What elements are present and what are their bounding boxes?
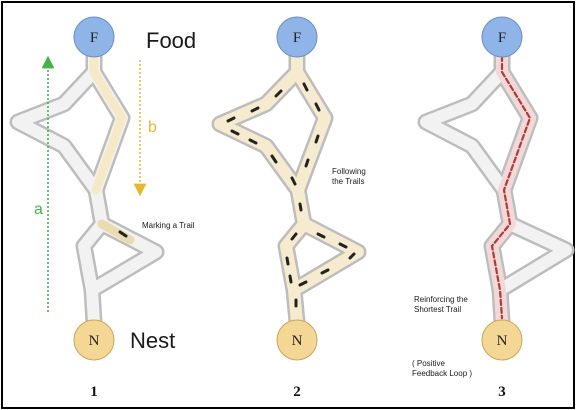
food-node-label-1: F [90, 30, 98, 46]
feedback-text-line2: Feedback Loop ) [412, 369, 472, 378]
panel-3: F N Reinforcing the Shortest Trail ( Pos… [412, 17, 566, 400]
following-text-line1: Following [332, 167, 366, 176]
arrow-a-label: a [34, 201, 43, 218]
panel-number-1: 1 [90, 384, 98, 400]
feedback-text-line1: ( Positive [412, 359, 445, 368]
food-label: Food [146, 28, 196, 53]
arrow-b-label: b [148, 119, 157, 136]
nest-label: Nest [130, 328, 175, 353]
food-node-label-2: F [293, 30, 301, 46]
panel-1: a b F N Food Nest Marking a Trail 1 [18, 17, 196, 400]
nest-node-label-2: N [292, 333, 303, 349]
panel-2: F N Following the Trails 2 [220, 17, 366, 400]
food-node-label-3: F [498, 30, 506, 46]
nest-node-label-3: N [497, 333, 508, 349]
reinforcing-text-line1: Reinforcing the [414, 295, 468, 304]
nest-node-label-1: N [89, 333, 100, 349]
panel-number-2: 2 [293, 384, 301, 400]
panel-number-3: 3 [498, 384, 506, 400]
following-text-line2: the Trails [332, 177, 364, 186]
reinforcing-text-line2: Shortest Trail [414, 305, 461, 314]
marking-trail-text: Marking a Trail [142, 221, 195, 230]
